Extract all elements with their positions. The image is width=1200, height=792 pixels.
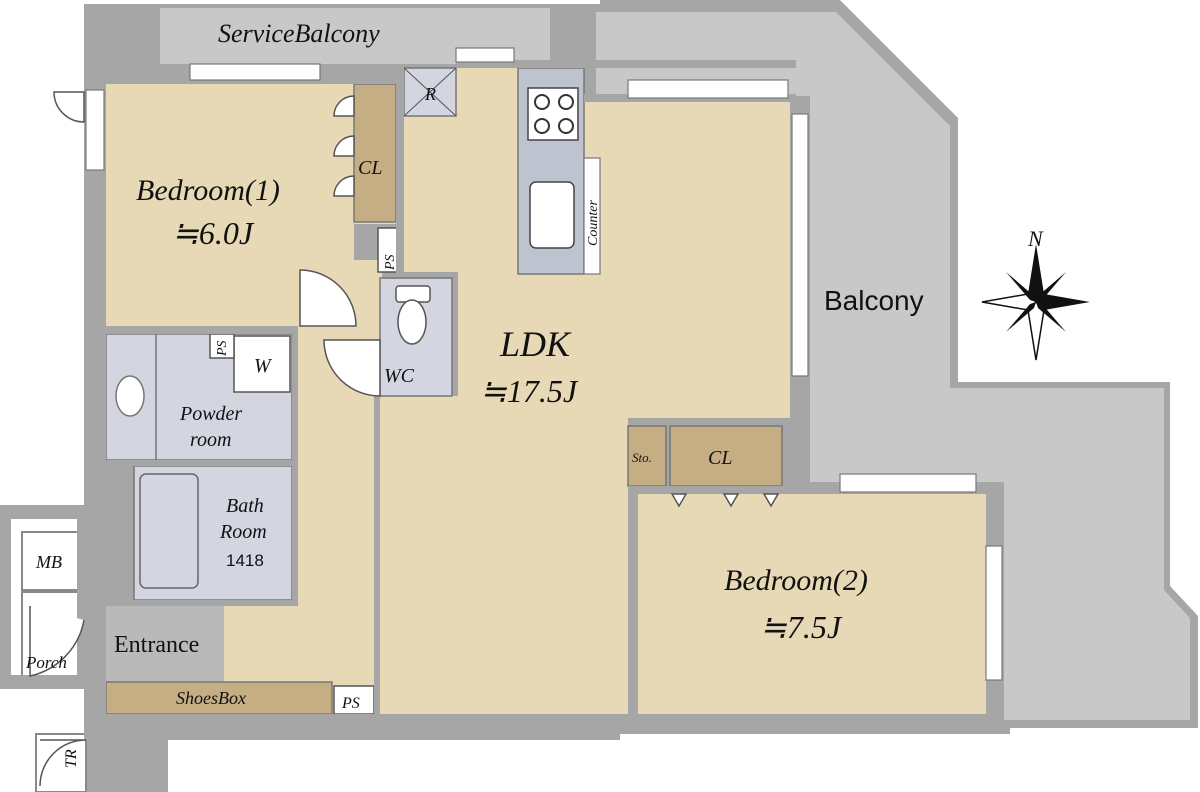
entrance-step	[224, 600, 298, 682]
compass-star-nw	[1006, 272, 1036, 302]
window-bed1	[189, 63, 321, 81]
bath-size: 1418	[226, 551, 264, 570]
wall-bed2-left	[630, 494, 638, 714]
balcony-area	[596, 12, 1190, 720]
bedroom1-area: ≒6.0J	[172, 215, 255, 251]
powder-room-line2: room	[190, 429, 231, 451]
closet2-door-1	[670, 493, 688, 508]
compass-star-n	[1028, 244, 1044, 302]
service-balcony-label: ServiceBalcony	[218, 19, 380, 48]
ps-top-label: PS	[383, 254, 398, 271]
window-left	[85, 89, 105, 171]
closet2-door-3	[762, 493, 780, 508]
bedroom1-name: Bedroom(1)	[136, 174, 280, 207]
entrance-floor	[106, 600, 224, 682]
wall-bath-bottom	[106, 600, 298, 606]
wc-label: WC	[384, 365, 415, 387]
windows	[85, 47, 1003, 681]
trunk-room-label: TR	[63, 749, 80, 768]
shoes-box-cabinet	[105, 681, 333, 715]
window-service	[455, 47, 515, 63]
wall-powder-right	[292, 334, 298, 600]
counter-bar	[583, 157, 601, 275]
window-ldk-top	[627, 79, 789, 99]
closet-door-3	[333, 175, 355, 197]
ps-powder-label: PS	[215, 340, 230, 357]
window-bed2-top	[839, 473, 977, 493]
wall-hall-ldk	[374, 396, 380, 716]
refrigerator-label: R	[424, 84, 436, 104]
shoes-box-label: ShoesBox	[176, 688, 246, 708]
bedroom2-floor	[638, 494, 986, 714]
compass-rose	[981, 244, 1090, 361]
meter-box-label: MB	[35, 552, 62, 572]
kitchen-sink	[529, 181, 575, 249]
compass-star-sw	[1006, 302, 1036, 332]
bedroom2-name: Bedroom(2)	[724, 564, 868, 597]
wall-bottom	[84, 714, 1004, 734]
burner-3	[534, 118, 550, 134]
meter-box-area	[21, 531, 83, 591]
door-entrance	[29, 606, 85, 677]
storage-label: Sto.	[632, 450, 652, 465]
bedroom1-closet	[353, 83, 397, 223]
closet2-door-2	[722, 493, 740, 508]
bedroom2-area: ≒7.5J	[760, 609, 843, 645]
refrigerator-x2	[403, 67, 457, 117]
counter-label: Counter	[586, 200, 601, 246]
porch-label: Porch	[25, 653, 67, 672]
bedroom2-closet	[669, 425, 783, 487]
storage	[105, 83, 783, 715]
wall-bath-top	[106, 460, 292, 466]
ps-bottom-label: PS	[341, 695, 360, 712]
wall-bed1-bottom	[106, 326, 298, 334]
wall-left	[84, 64, 106, 740]
washer-label: W	[254, 355, 273, 377]
ps-powder-shaft	[209, 333, 235, 359]
storage-closet	[627, 425, 667, 487]
ldk-floor	[378, 68, 790, 715]
sink-basin	[115, 375, 145, 417]
window-ldk-right	[791, 113, 809, 377]
entrance-label: Entrance	[114, 632, 199, 658]
labels: ServiceBalcony Bedroom(1) ≒6.0J CL R PS …	[25, 19, 1044, 768]
bath-line1: Bath	[226, 495, 264, 517]
door-exterior-top	[53, 91, 85, 123]
hall-floor	[298, 260, 382, 715]
closet-door-1	[333, 95, 355, 117]
bedroom2-closet-label: CL	[708, 447, 732, 469]
wall-bed1-right	[396, 84, 404, 274]
burner-1	[534, 94, 550, 110]
burner-4	[558, 118, 574, 134]
wall-bed2-top	[628, 486, 990, 494]
compass-star-e	[1036, 294, 1090, 310]
door-bed1	[299, 269, 357, 327]
compass-star-se	[1036, 302, 1066, 332]
toilet-bowl	[397, 299, 427, 345]
wet-areas	[105, 67, 601, 601]
compass-north-label: N	[1027, 226, 1044, 251]
door-trunk	[39, 739, 87, 787]
ldk-name: LDK	[499, 324, 572, 364]
burner-2	[558, 94, 574, 110]
ldk-area: ≒17.5J	[480, 373, 579, 409]
wall-top-ldk	[456, 60, 796, 68]
doors	[29, 91, 780, 787]
balcony-label: Balcony	[824, 285, 924, 316]
bath-tub	[139, 473, 199, 589]
window-bed2-right	[985, 545, 1003, 681]
bedroom1-closet-label: CL	[358, 157, 382, 179]
powder-room-line1: Powder	[179, 403, 242, 425]
door-wc	[323, 339, 381, 397]
compass-star-ne	[1036, 272, 1066, 302]
closet-door-2	[333, 135, 355, 157]
bath-line2: Room	[219, 521, 267, 543]
washer-box	[233, 335, 291, 393]
